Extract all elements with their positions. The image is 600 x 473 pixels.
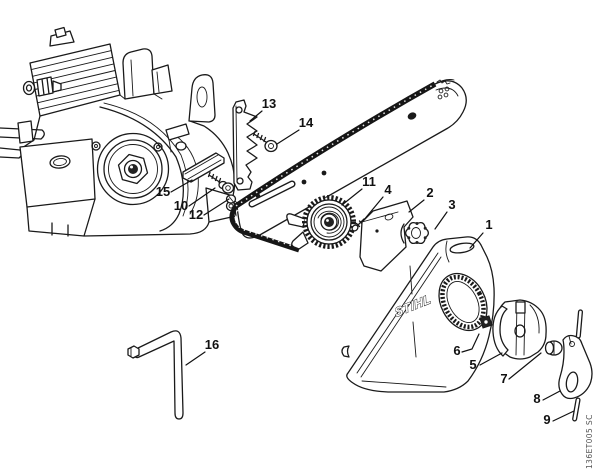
bumper-spike-part-13 — [232, 99, 258, 191]
screw-part-10 — [207, 171, 235, 194]
part-number-labels: 1 2 3 4 5 6 7 8 9 10 11 12 13 14 15 16 — [156, 96, 551, 427]
saw-chain — [229, 79, 455, 253]
part-label-2: 2 — [426, 185, 433, 200]
part-label-3: 3 — [448, 197, 455, 212]
clutch-drum — [96, 132, 170, 206]
part-label-12: 12 — [189, 207, 203, 222]
part-label-1: 1 — [485, 217, 492, 232]
wrench-part-16 — [127, 330, 184, 420]
tensioner-gear-part-5 — [492, 299, 547, 360]
tensioner-slide-part-7 — [544, 340, 563, 356]
screw-part-14 — [252, 130, 278, 153]
tensioner-lever-part-8 — [558, 334, 593, 400]
part-label-15: 15 — [156, 184, 170, 199]
cover-plate-part-2 — [359, 200, 414, 272]
part-label-14: 14 — [299, 115, 314, 130]
part-label-8: 8 — [533, 391, 540, 406]
spark-plug — [22, 76, 62, 97]
guide-rail-part-15 — [182, 152, 225, 183]
part-label-11: 11 — [362, 174, 376, 189]
part-label-10: 10 — [174, 198, 188, 213]
part-label-4: 4 — [384, 182, 392, 197]
part-label-16: 16 — [205, 337, 219, 352]
part-label-7: 7 — [500, 371, 507, 386]
chain-sprocket-part-11 — [286, 195, 356, 250]
square-nut-part-6 — [479, 315, 493, 329]
engine-assembly — [0, 26, 237, 237]
part-label-13: 13 — [262, 96, 276, 111]
drawing-number: 136ET005 SC — [585, 414, 594, 469]
part-label-5: 5 — [469, 357, 476, 372]
part-label-6: 6 — [453, 343, 460, 358]
adjusting-wheel-part-3 — [400, 221, 429, 245]
leader-lines — [170, 110, 575, 422]
screw-part-12 — [225, 194, 239, 205]
guide-bar — [236, 80, 467, 239]
sprocket-cover-part-1: STIHL — [341, 236, 495, 393]
pin-part-9 — [572, 309, 584, 422]
part-label-9: 9 — [543, 412, 550, 427]
